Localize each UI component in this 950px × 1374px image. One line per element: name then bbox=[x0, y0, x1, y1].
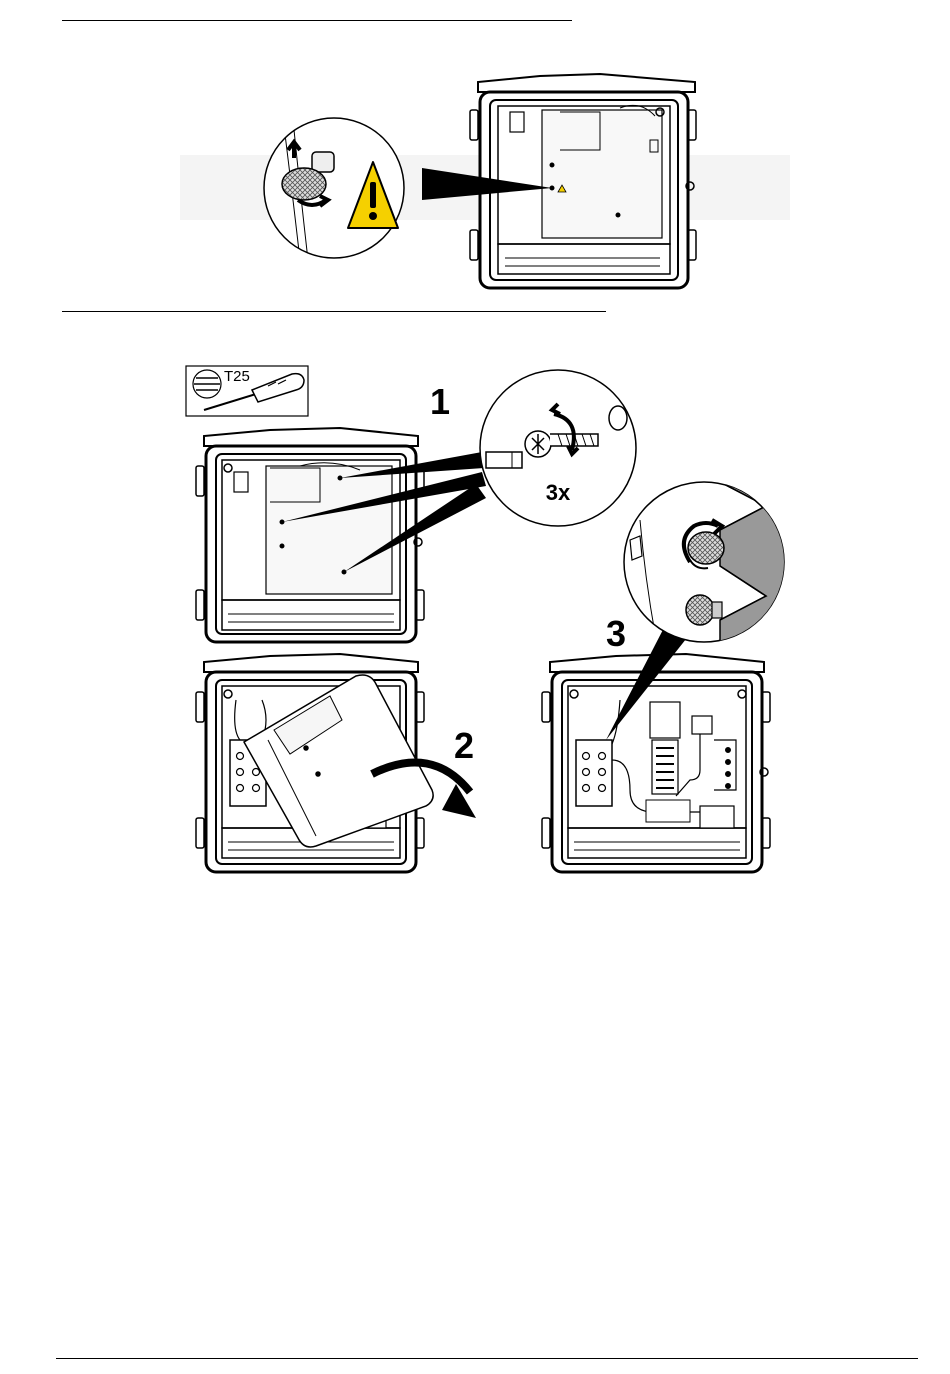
step-2-number: 2 bbox=[454, 725, 474, 766]
step-3-zoom-circle bbox=[624, 470, 800, 660]
figure-1 bbox=[180, 74, 790, 288]
step-1-count: 3x bbox=[546, 480, 571, 505]
enclosure-panel-3 bbox=[542, 654, 770, 872]
figure-1-zoom-circle bbox=[264, 110, 404, 260]
step-3-number: 3 bbox=[606, 613, 626, 654]
enclosure-panel-1 bbox=[196, 428, 424, 642]
step-1-number: 1 bbox=[430, 381, 450, 422]
figure-2: 3x 1 bbox=[186, 366, 800, 872]
step-1-zoom-circle: 3x bbox=[480, 370, 636, 526]
tool-label: T25 bbox=[224, 368, 250, 385]
